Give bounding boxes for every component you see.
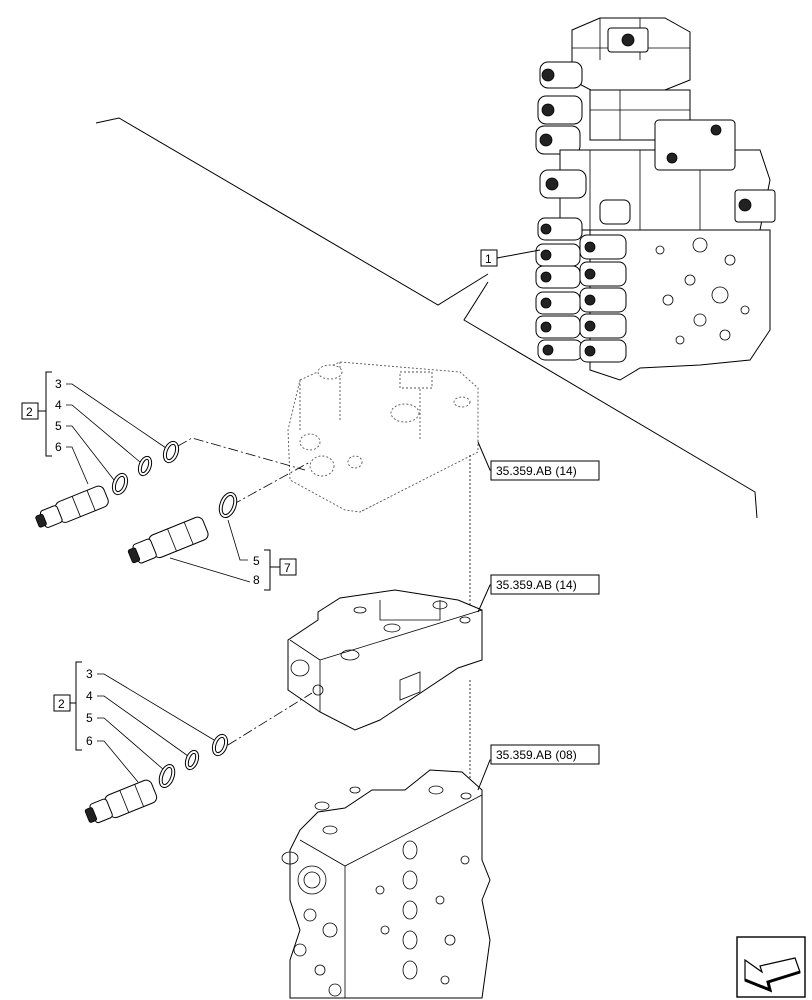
next-arrow-icon[interactable]: [736, 936, 806, 998]
callout-2-upper-label: 2: [26, 405, 33, 419]
bottom-valve-body: [281, 769, 491, 999]
reference-top[interactable]: 35.359.AB (14): [477, 441, 600, 481]
upper-seal-kit: [35, 440, 180, 528]
callout-5-mid-label: 5: [253, 554, 260, 568]
bracket-group-mid: 5 8 7: [169, 519, 297, 591]
spool-cartridges: [535, 217, 627, 363]
axis-upper-1: [177, 437, 306, 471]
mid-seal-kit: [127, 491, 238, 564]
callout-6-lower-label: 6: [86, 734, 93, 748]
reference-middle-label: 35.359.AB (14): [496, 578, 577, 592]
callout-3-upper-label: 3: [55, 377, 62, 391]
bracket-group-upper: 2 3 4 5 6: [21, 371, 167, 485]
axis-upper-2: [231, 461, 311, 506]
callout-7-label: 7: [284, 561, 291, 575]
bracket-group-lower: 2 3 4 5 6: [53, 661, 215, 783]
callout-4-lower-label: 4: [86, 689, 93, 703]
callout-4-upper-label: 4: [55, 398, 62, 412]
assembly-leader-lines: [95, 117, 758, 519]
upper-section-housing: [287, 361, 479, 513]
callout-3-lower-label: 3: [86, 667, 93, 681]
reference-top-label: 35.359.AB (14): [496, 464, 577, 478]
reference-bottom[interactable]: 35.359.AB (08): [477, 744, 600, 791]
callout-5-lower-label: 5: [86, 711, 93, 725]
callout-1[interactable]: 1: [480, 249, 541, 267]
main-control-valve: [535, 17, 776, 381]
callout-8-mid-label: 8: [253, 573, 260, 587]
callout-1-label: 1: [485, 252, 492, 266]
reference-bottom-label: 35.359.AB (08): [496, 748, 577, 762]
callout-2-lower-label: 2: [58, 697, 65, 711]
callout-5-upper-label: 5: [55, 419, 62, 433]
reference-middle[interactable]: 35.359.AB (14): [477, 574, 600, 613]
axis-lower: [227, 692, 313, 746]
middle-section-housing: [287, 589, 483, 731]
callout-6-upper-label: 6: [55, 440, 62, 454]
lower-seal-kit: [84, 733, 229, 824]
